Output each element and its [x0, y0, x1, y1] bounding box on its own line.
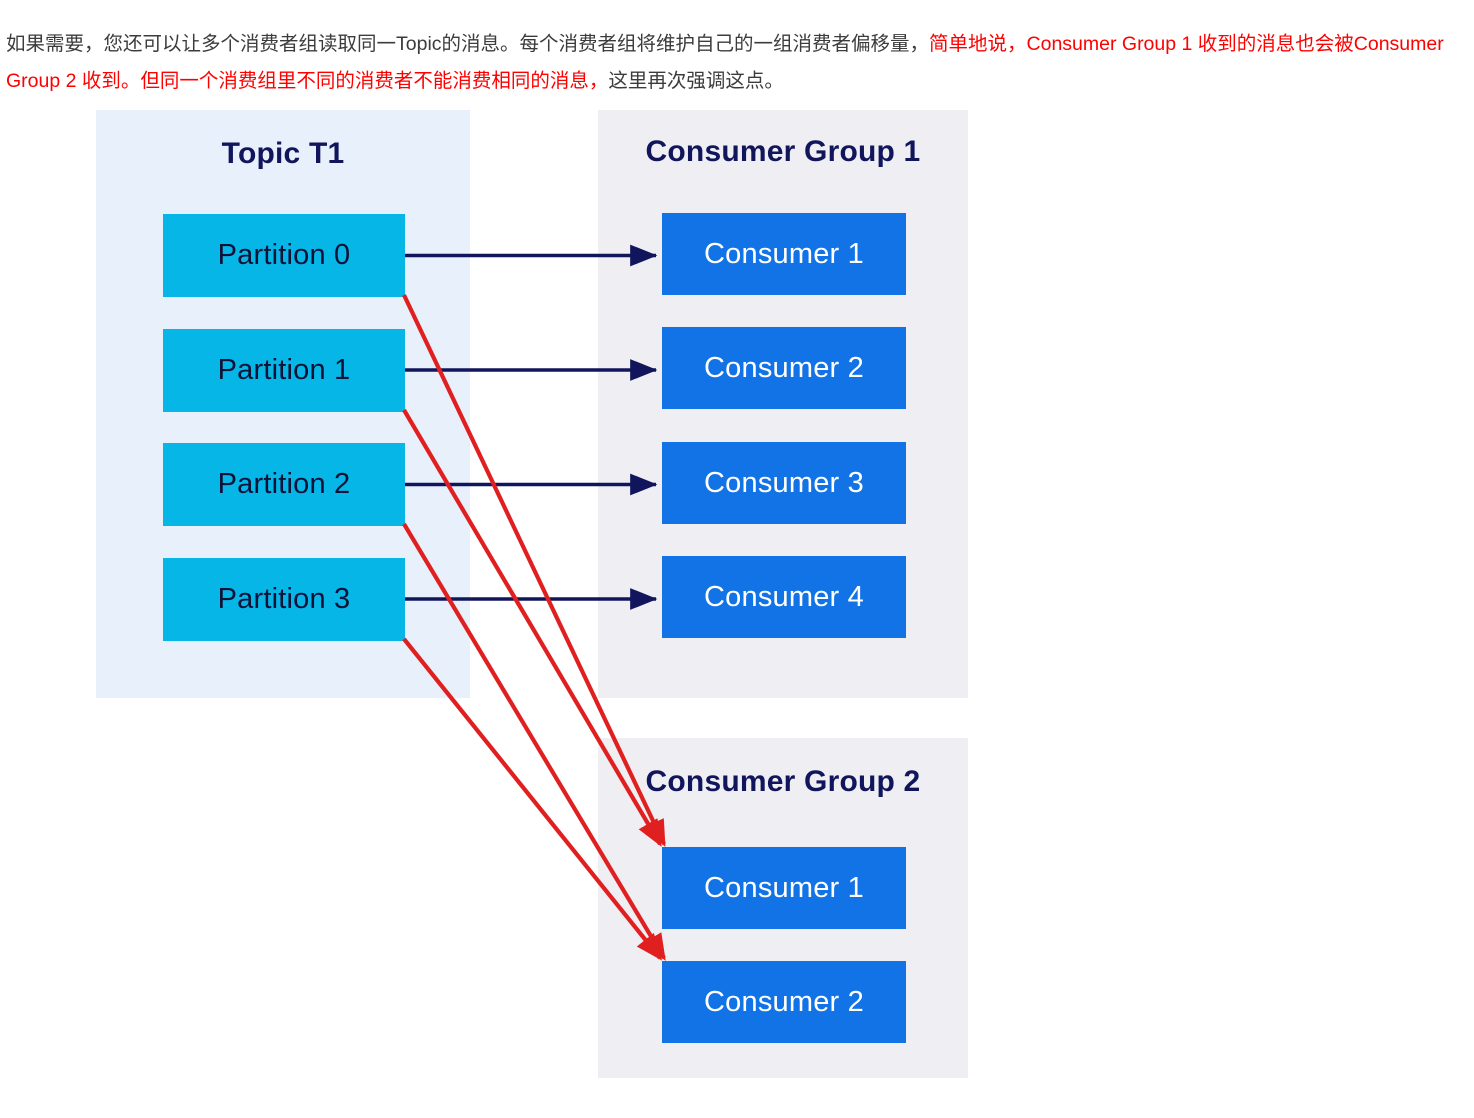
- consumer-group-1-title: Consumer Group 1: [645, 135, 921, 168]
- group-2-consumer-box-2[interactable]: Consumer 2: [662, 961, 906, 1043]
- topic-panel-title: Topic T1: [221, 137, 345, 170]
- group-2-consumer-box-1[interactable]: Consumer 1: [662, 847, 906, 929]
- consumer-group-2-title: Consumer Group 2: [645, 765, 921, 798]
- kafka-consumer-group-diagram: Topic T1 Consumer Group 1 Consumer Group…: [0, 92, 1474, 1118]
- partition-box-0[interactable]: Partition 0: [163, 214, 405, 297]
- group-1-consumer-box-4[interactable]: Consumer 4: [662, 556, 906, 638]
- group-1-consumer-box-3[interactable]: Consumer 3: [662, 442, 906, 524]
- partition-box-1[interactable]: Partition 1: [163, 329, 405, 412]
- partition-box-2[interactable]: Partition 2: [163, 443, 405, 526]
- group-1-consumer-box-2[interactable]: Consumer 2: [662, 327, 906, 409]
- caption-segment-normal-1: 如果需要，您还可以让多个消费者组读取同一Topic的消息。每个消费者组将维护自己…: [6, 32, 930, 55]
- caption-segment-highlighted: 简单地说，Consumer Group 1 收到的消息也会被Consumer G…: [6, 32, 1444, 92]
- partition-box-3[interactable]: Partition 3: [163, 558, 405, 641]
- group-1-consumer-box-1[interactable]: Consumer 1: [662, 213, 906, 295]
- caption-segment-normal-2: 这里再次强调这点。: [608, 69, 784, 92]
- caption-paragraph: 如果需要，您还可以让多个消费者组读取同一Topic的消息。每个消费者组将维护自己…: [6, 26, 1468, 100]
